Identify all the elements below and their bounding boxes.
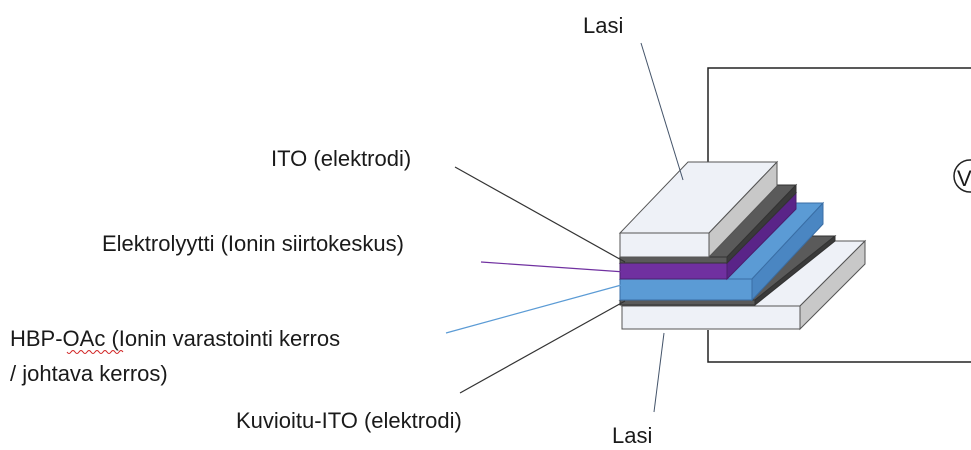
- leader-electrolyte: [480, 261, 626, 273]
- voltmeter-icon: [953, 159, 971, 193]
- label-hbp-line1: HBP-OAc (Ionin varastointi kerros: [10, 326, 340, 351]
- top-glass-layer: [618, 160, 779, 259]
- label-hbp-line2: / johtava kerros): [10, 361, 168, 386]
- voltmeter-label: V: [957, 166, 971, 191]
- label-ito: ITO (elektrodi): [271, 146, 411, 171]
- label-patterned-ito: Kuvioitu-ITO (elektrodi): [236, 408, 462, 433]
- leader-patterned-ito: [459, 300, 626, 394]
- label-electrolyte: Elektrolyytti (Ionin siirtokeskus): [102, 231, 404, 256]
- leader-hbp: [445, 283, 626, 334]
- leader-ito: [454, 166, 626, 263]
- label-hbp-prefix: HBP-OAc: [10, 326, 105, 351]
- label-glass-top: Lasi: [583, 13, 623, 38]
- label-hbp-rest: (Ionin varastointi kerros: [105, 326, 340, 351]
- leader-glass-top: [640, 42, 684, 181]
- leader-glass-bottom: [653, 332, 665, 413]
- spellcheck-squiggle: [66, 350, 124, 354]
- label-glass-bottom: Lasi: [612, 423, 652, 448]
